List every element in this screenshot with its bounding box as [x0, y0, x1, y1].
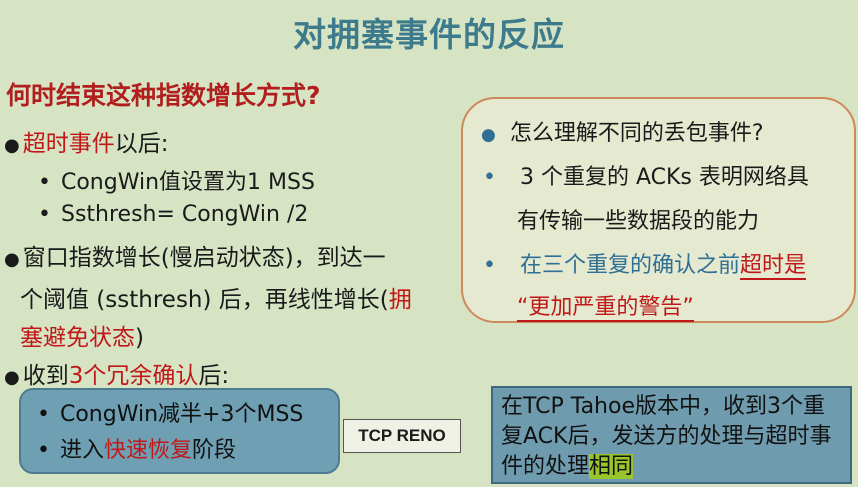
- bullet-text: 收到: [22, 363, 69, 389]
- tahoe-box: 在TCP Tahoe版本中，收到3个重复ACK后，发送方的处理与超时事件的处理相…: [491, 386, 852, 484]
- loss-event-box: ● 怎么理解不同的丢包事件? • 3 个重复的 ACKs 表明网络具 有传输一些数据…: [461, 97, 856, 323]
- reno-text: 阶段: [192, 438, 237, 463]
- timeout-serious-text: 超时是: [740, 253, 807, 280]
- question-heading: 何时结束这种指数增长方式?: [6, 81, 321, 110]
- sub-bullet-icon: •: [37, 438, 50, 463]
- bullet-dot-icon: ●: [481, 125, 496, 145]
- dup-ack-point-text: 有传输一些数据段的能力: [517, 209, 760, 234]
- bullet-text: 以后:: [114, 131, 169, 157]
- bullet-text: 个阈值 (ssthresh) 后，再线性增长(: [20, 287, 389, 313]
- sub-bullet-icon: •: [38, 170, 51, 195]
- congestion-avoidance-text: 塞避免状态: [20, 325, 135, 351]
- timeout-point-line2: “更加严重的警告”: [517, 289, 694, 322]
- timeout-event-text: 超时事件: [22, 131, 115, 157]
- bullet-dot-icon: ●: [4, 367, 20, 388]
- bullet-window-growth-line2: 个阈值 (ssthresh) 后，再线性增长(拥: [20, 280, 412, 314]
- reno-text: 进入: [59, 438, 104, 463]
- dup-ack-text: 3个冗余确认: [68, 363, 199, 389]
- bullet-text: 后:: [198, 363, 230, 389]
- bullet-window-growth: ●窗口指数增长(慢启动状态)，到达一: [4, 238, 386, 272]
- sub-bullet-icon: •: [37, 402, 50, 427]
- slide-title: 对拥塞事件的反应: [293, 15, 565, 54]
- tahoe-text: 在TCP Tahoe版本中，收到3个重复ACK后，发送方的处理与超时事件的处理: [501, 394, 832, 479]
- same-highlight: 相同: [589, 454, 634, 479]
- loss-question: ● 怎么理解不同的丢包事件?: [481, 115, 764, 147]
- serious-warning-text: “更加严重的警告”: [517, 295, 694, 322]
- bullet-timeout: ●超时事件以后:: [4, 124, 168, 158]
- sub-bullet-icon: •: [483, 253, 496, 278]
- loss-question-text: 怎么理解不同的丢包事件?: [509, 121, 764, 146]
- bullet-text: 窗口指数增长(慢启动状态)，到达一: [22, 245, 386, 271]
- bullet-dot-icon: ●: [4, 135, 20, 156]
- bullet-dup-acks: ●收到3个冗余确认后:: [4, 356, 229, 390]
- reno-fast-recovery: • 进入快速恢复阶段: [37, 432, 236, 464]
- bullet-dot-icon: ●: [4, 249, 20, 270]
- sub-bullet-ssthresh: • Ssthresh= CongWin /2: [38, 202, 308, 227]
- sub-bullet-text: Ssthresh= CongWin /2: [60, 202, 309, 227]
- timeout-point-text: 在三个重复的确认之前: [519, 253, 740, 278]
- dup-ack-point-line2: 有传输一些数据段的能力: [517, 203, 759, 235]
- dup-ack-point: • 3 个重复的 ACKs 表明网络具: [483, 159, 809, 191]
- sub-bullet-icon: •: [483, 165, 496, 190]
- congestion-avoidance-text: 拥: [388, 287, 412, 313]
- bullet-text: ): [135, 325, 144, 351]
- reno-halve: • CongWin减半+3个MSS: [37, 396, 303, 428]
- sub-bullet-icon: •: [38, 202, 51, 227]
- sub-bullet-congwin: • CongWin值设置为1 MSS: [38, 164, 315, 196]
- bullet-window-growth-line3: 塞避免状态): [20, 318, 144, 352]
- reno-box: • CongWin减半+3个MSS • 进入快速恢复阶段: [19, 388, 340, 474]
- tcp-reno-label: TCP RENO: [343, 419, 461, 453]
- timeout-point: • 在三个重复的确认之前超时是: [483, 247, 807, 280]
- sub-bullet-text: CongWin值设置为1 MSS: [60, 170, 315, 195]
- fast-recovery-text: 快速恢复: [104, 438, 193, 463]
- dup-ack-point-text: 3 个重复的 ACKs 表明网络具: [519, 165, 809, 190]
- reno-halve-text: CongWin减半+3个MSS: [59, 402, 304, 427]
